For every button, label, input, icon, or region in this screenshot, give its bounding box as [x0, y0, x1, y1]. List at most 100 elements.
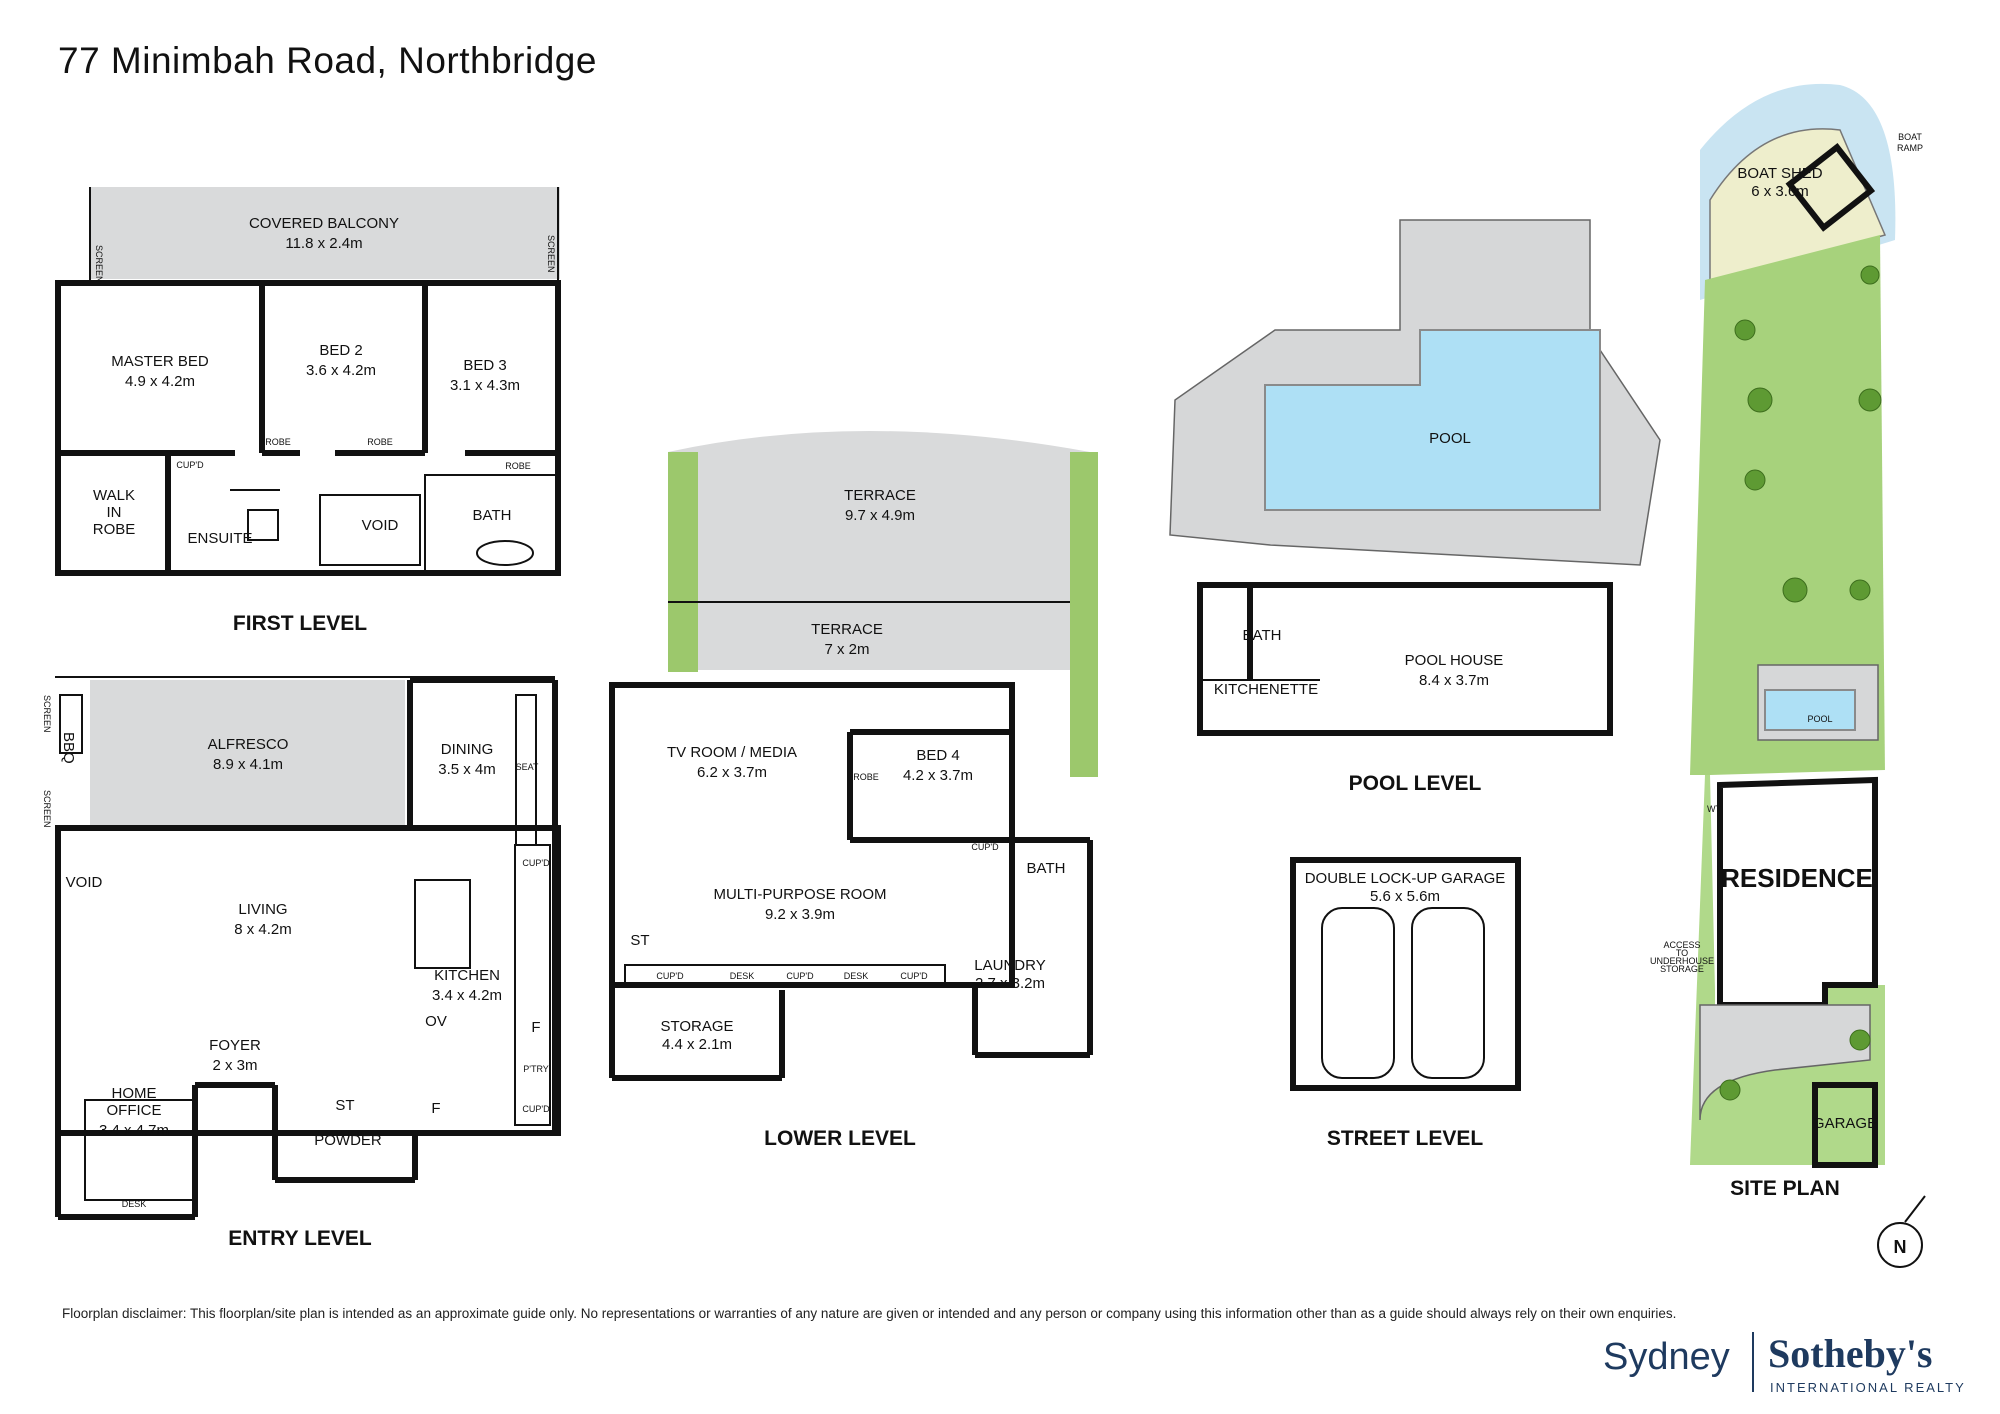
cupd-label: CUP'D — [971, 842, 999, 852]
access-label-1: ACCESS — [1663, 940, 1700, 950]
screen-label: SCREEN — [42, 695, 52, 733]
bathtub-icon — [476, 540, 534, 566]
robe-label: ROBE — [265, 437, 291, 447]
kitchen-bench — [514, 844, 551, 1126]
foyer-label: FOYER — [209, 1037, 261, 1054]
first-level-void — [319, 494, 421, 566]
boat-ramp-label-2: RAMP — [1897, 143, 1923, 153]
desk-label: DESK — [844, 971, 869, 981]
site-pool-label: POOL — [1807, 714, 1832, 724]
master-bed-label: MASTER BED — [111, 353, 209, 370]
terrace-upper-label: TERRACE — [844, 487, 916, 504]
residence-outline — [1710, 770, 1885, 1005]
multi-purpose-label: MULTI-PURPOSE ROOM — [713, 886, 886, 903]
car-icon — [1411, 907, 1485, 1079]
planter-right — [1070, 452, 1098, 777]
planter-left — [668, 452, 698, 672]
double-garage-size: 5.6 x 5.6m — [1370, 888, 1440, 905]
garage-walls — [1290, 857, 1521, 1091]
cupd-label: CUP'D — [522, 1104, 550, 1114]
pool-level-plan — [1169, 219, 1661, 736]
boat-ramp-label-1: BOAT — [1898, 132, 1922, 142]
kitchen-size: 3.4 x 4.2m — [432, 987, 502, 1004]
plan-title: 77 Minimbah Road, Northbridge — [58, 40, 597, 81]
residence-label: RESIDENCE — [1721, 863, 1873, 893]
pool-house-label: POOL HOUSE — [1405, 652, 1504, 669]
living-size: 8 x 4.2m — [234, 921, 292, 938]
bed3-label: BED 3 — [463, 357, 506, 374]
home-office-label-1: HOME — [112, 1085, 157, 1102]
home-office-size: 3.4 x 4.7m — [99, 1122, 169, 1139]
lower-level-title: LOWER LEVEL — [764, 1127, 916, 1150]
water-tank-label: WT — [1707, 804, 1721, 814]
kitchen-island — [414, 879, 471, 969]
boat-shed-label: BOAT SHED — [1737, 165, 1822, 182]
terrace-upper-size: 9.7 x 4.9m — [845, 507, 915, 524]
pool-house-walls — [1197, 582, 1613, 736]
first-level-plan — [55, 187, 561, 576]
street-level-title: STREET LEVEL — [1327, 1127, 1484, 1150]
street-level-plan — [1290, 857, 1521, 1091]
pool-water — [1264, 329, 1601, 511]
site-garage-label: GARAGE — [1813, 1115, 1877, 1132]
alfresco-size: 8.9 x 4.1m — [213, 756, 283, 773]
entry-level-plan — [55, 676, 561, 1220]
ensuite-label: ENSUITE — [187, 530, 252, 547]
north-label: N — [1894, 1237, 1907, 1257]
site-plan-title: SITE PLAN — [1730, 1177, 1840, 1200]
boat-shed-size: 6 x 3.6m — [1751, 183, 1809, 200]
screen-label: SCREEN — [546, 235, 556, 273]
desk-label: DESK — [122, 1199, 147, 1209]
covered-balcony-size: 11.8 x 2.4m — [285, 235, 362, 252]
bed2-label: BED 2 — [319, 342, 362, 359]
home-office-desk — [84, 1099, 196, 1201]
covered-balcony-label: COVERED BALCONY — [249, 215, 399, 232]
lower-bath-label: BATH — [1027, 860, 1066, 877]
first-level-walls — [55, 280, 561, 576]
pool-bath-label: BATH — [1243, 627, 1282, 644]
entry-st-label: ST — [335, 1097, 354, 1114]
bbq-label: BBQ — [60, 732, 77, 764]
storage-size: 4.4 x 2.1m — [662, 1036, 732, 1053]
powder-label: POWDER — [314, 1132, 382, 1149]
first-level-title: FIRST LEVEL — [233, 612, 367, 635]
dining-size: 3.5 x 4m — [438, 761, 496, 778]
desk-label: DESK — [730, 971, 755, 981]
multi-purpose-size: 9.2 x 3.9m — [765, 906, 835, 923]
lower-st-label: ST — [630, 932, 649, 949]
terrace-upper-area — [668, 431, 1090, 670]
alfresco-area — [90, 680, 405, 828]
robe-label: ROBE — [505, 461, 531, 471]
fridge-label: F — [531, 1019, 540, 1036]
site-pool-water — [1764, 689, 1856, 731]
robe-label: ROBE — [367, 437, 393, 447]
brand-office: Sydney — [1603, 1336, 1730, 1378]
robe-label: ROBE — [853, 772, 879, 782]
first-bath-label: BATH — [473, 507, 512, 524]
entry-void-label: VOID — [66, 874, 103, 891]
kitchen-label: KITCHEN — [434, 967, 500, 984]
pool-level-title: POOL LEVEL — [1349, 772, 1482, 795]
screen-label: SCREEN — [42, 790, 52, 828]
bed3-size: 3.1 x 4.3m — [450, 377, 520, 394]
bed4-size: 4.2 x 3.7m — [903, 767, 973, 784]
tv-room-size: 6.2 x 3.7m — [697, 764, 767, 781]
brand-logo: Sotheby's — [1768, 1331, 1933, 1376]
alfresco-label: ALFRESCO — [208, 736, 289, 753]
laundry-label: LAUNDRY — [974, 957, 1045, 974]
pool-house-size: 8.4 x 3.7m — [1419, 672, 1489, 689]
laundry-size: 2.7 x 3.2m — [975, 975, 1045, 992]
terrace-lower-label: TERRACE — [811, 621, 883, 638]
cupd-label: CUP'D — [522, 858, 550, 868]
tv-room-label: TV ROOM / MEDIA — [667, 744, 797, 761]
first-void-label: VOID — [362, 517, 399, 534]
floorplan-disclaimer: Floorplan disclaimer: This floorplan/sit… — [62, 1306, 1677, 1321]
lower-level-plan — [609, 431, 1098, 1081]
kitchenette-label: KITCHENETTE — [1214, 681, 1318, 698]
garden-area — [1690, 235, 1885, 775]
walk-in-robe-label-1: WALK — [93, 487, 135, 504]
dining-label: DINING — [441, 741, 494, 758]
walk-in-robe-label-3: ROBE — [93, 521, 136, 538]
cupd-label: CUP'D — [656, 971, 684, 981]
